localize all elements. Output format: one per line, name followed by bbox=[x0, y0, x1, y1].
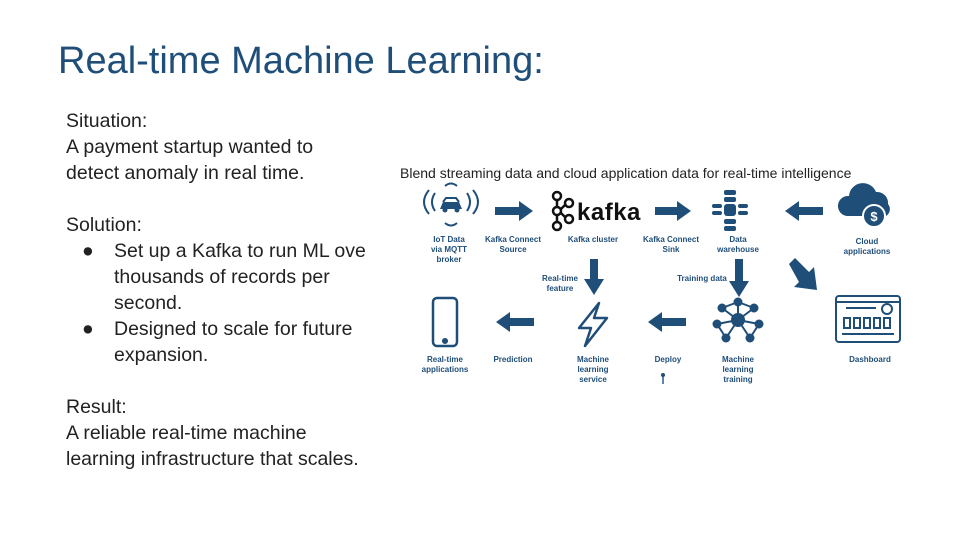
pin-icon bbox=[661, 373, 665, 384]
phone-icon bbox=[431, 296, 459, 348]
arrow-right-icon bbox=[495, 201, 533, 221]
arrow-left-icon bbox=[496, 312, 534, 332]
solution-bullet: ● Designed to scale for future expansion… bbox=[66, 316, 396, 368]
arrow-diagonal-icon bbox=[789, 258, 817, 290]
cloud-dollar-icon: $ bbox=[837, 183, 890, 228]
slide-title: Real-time Machine Learning: bbox=[58, 40, 544, 82]
bullet-dot: ● bbox=[82, 240, 94, 262]
data-warehouse-icon bbox=[712, 190, 748, 231]
situation-line: detect anomaly in real time. bbox=[66, 162, 305, 184]
result-line: A reliable real-time machine bbox=[66, 422, 307, 444]
label-dashboard: Dashboard bbox=[849, 355, 891, 364]
diagram-title: Blend streaming data and cloud applicati… bbox=[400, 165, 852, 181]
solution-heading: Solution: bbox=[66, 214, 142, 236]
car-signal-icon bbox=[423, 182, 479, 227]
kafka-wordmark: kafka bbox=[577, 199, 641, 226]
arrow-down-icon bbox=[584, 259, 604, 295]
label-training-data: Training data bbox=[677, 274, 727, 283]
bullet-text: Set up a Kafka to run ML ove thousands o… bbox=[114, 240, 366, 314]
architecture-diagram: Blend streaming data and cloud applicati… bbox=[395, 158, 905, 398]
situation-heading: Situation: bbox=[66, 110, 148, 132]
diagram-graphics: $ bbox=[423, 182, 901, 384]
result-line: learning infrastructure that scales. bbox=[66, 448, 359, 470]
bullet-dot: ● bbox=[82, 318, 94, 340]
solution-bullet: ● Set up a Kafka to run ML ove thousands… bbox=[66, 238, 396, 316]
arrow-left-icon bbox=[648, 312, 686, 332]
arrow-down-icon bbox=[729, 259, 749, 297]
lightning-icon bbox=[577, 301, 609, 348]
dashboard-icon bbox=[835, 295, 901, 343]
result-heading: Result: bbox=[66, 396, 127, 418]
label-kafka-cluster: Kafka cluster bbox=[567, 235, 619, 244]
bullet-text: Designed to scale for future expansion. bbox=[114, 318, 353, 366]
arrow-left-icon bbox=[785, 201, 823, 221]
slide-body: Situation: A payment startup wanted to d… bbox=[66, 108, 396, 472]
svg-text:$: $ bbox=[870, 209, 878, 224]
label-prediction: Prediction bbox=[493, 355, 533, 364]
arrow-right-icon bbox=[655, 201, 691, 221]
kafka-logo-icon bbox=[551, 190, 575, 232]
situation-line: A payment startup wanted to bbox=[66, 136, 314, 158]
neural-network-icon bbox=[712, 297, 764, 343]
label-deploy: Deploy bbox=[654, 355, 682, 364]
